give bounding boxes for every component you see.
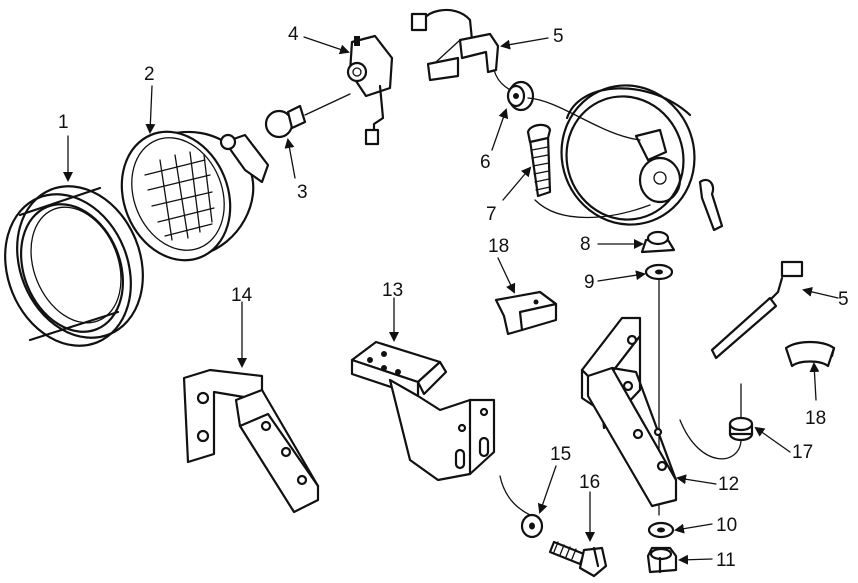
callout-18-right: 18 [805,408,826,429]
part-18-clip-left [494,290,558,336]
part-11-nut [646,546,678,574]
part-4-bulb-socket [346,34,394,146]
part-17-grommet [679,383,754,460]
part-1-lamp-rim [4,185,144,347]
callout-2: 2 [144,64,155,85]
part-5-wiring-harness-top [410,8,521,93]
leader-arrows [63,36,839,565]
callout-labels: 1 2 3 4 5 5 6 7 8 9 10 11 12 13 14 15 16… [58,24,849,571]
callout-7: 7 [486,204,497,225]
callout-18-left: 18 [488,236,509,257]
callout-1: 1 [58,112,69,133]
callout-14: 14 [231,285,253,306]
callout-5-right: 5 [838,289,849,310]
callout-3: 3 [297,182,308,203]
callout-11: 11 [716,550,736,571]
callout-5-top: 5 [553,26,564,47]
part-16-bolt [548,540,608,578]
part-2-lamp-housing [120,130,270,262]
part-14-bracket-left [182,368,320,514]
part-8-rubber-isolator [640,230,676,254]
part-15-washer [499,475,544,539]
part-7-mounting-bolt [526,123,552,198]
callout-15: 15 [550,444,571,465]
callout-16: 16 [579,472,600,493]
part-6-grommet [506,80,535,112]
part-18-cap-right [784,340,836,368]
callout-9: 9 [584,272,595,293]
callout-10: 10 [716,515,737,536]
callout-4: 4 [288,24,299,45]
callout-12: 12 [718,474,739,495]
part-13-bracket-centre [350,340,496,482]
work-lamp-assembly [527,84,724,232]
callout-17: 17 [792,442,813,463]
callout-13: 13 [382,280,403,301]
part-10-washer [647,521,675,539]
callout-8: 8 [580,234,591,255]
part-12-bracket-right [580,316,678,508]
part-5-wire-lead-right [710,260,804,360]
part-9-washer [644,263,674,281]
part-3-bulb [264,93,351,139]
callout-6: 6 [480,152,491,173]
